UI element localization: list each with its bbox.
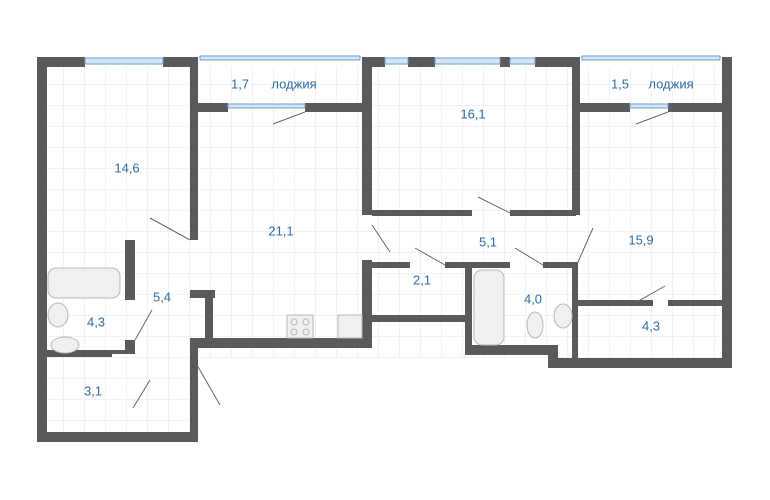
- room-name-loggia-1: лоджия: [271, 76, 317, 92]
- room-area-entry: 3,1: [83, 383, 103, 399]
- room-area-bathroom-2: 4,0: [523, 291, 543, 307]
- room-area-bedroom-2: 16,1: [460, 106, 486, 122]
- floor-grid: [47, 67, 722, 435]
- toilet-icon: [526, 311, 544, 339]
- room-area-hall-1: 5,4: [152, 289, 172, 305]
- windows: [84, 55, 721, 109]
- room-area-storage: 2,1: [412, 272, 432, 288]
- room-area-living: 21,1: [268, 223, 294, 239]
- room-name-loggia-2: лоджия: [648, 76, 694, 92]
- room-area-bathroom-1: 4,3: [86, 314, 106, 330]
- room-area-bedroom-1: 14,6: [114, 160, 140, 176]
- room-area-bedroom-3: 15,9: [628, 232, 654, 248]
- room-area-closet: 4,3: [641, 318, 661, 334]
- sink-icon: [553, 303, 573, 329]
- walls: [37, 57, 732, 442]
- bathtub-icon: [473, 269, 505, 346]
- door-swings: [132, 111, 669, 409]
- stove-icon: [286, 314, 314, 339]
- sink-icon: [47, 302, 69, 328]
- kitchen-sink-icon: [337, 314, 363, 339]
- bathtub-icon: [47, 267, 121, 299]
- room-area-hall-2: 5,1: [478, 234, 498, 250]
- fixtures: [47, 267, 573, 354]
- toilet-icon: [50, 336, 80, 354]
- room-area-loggia-1: 1,7: [230, 76, 250, 92]
- room-area-loggia-2: 1,5: [610, 76, 630, 92]
